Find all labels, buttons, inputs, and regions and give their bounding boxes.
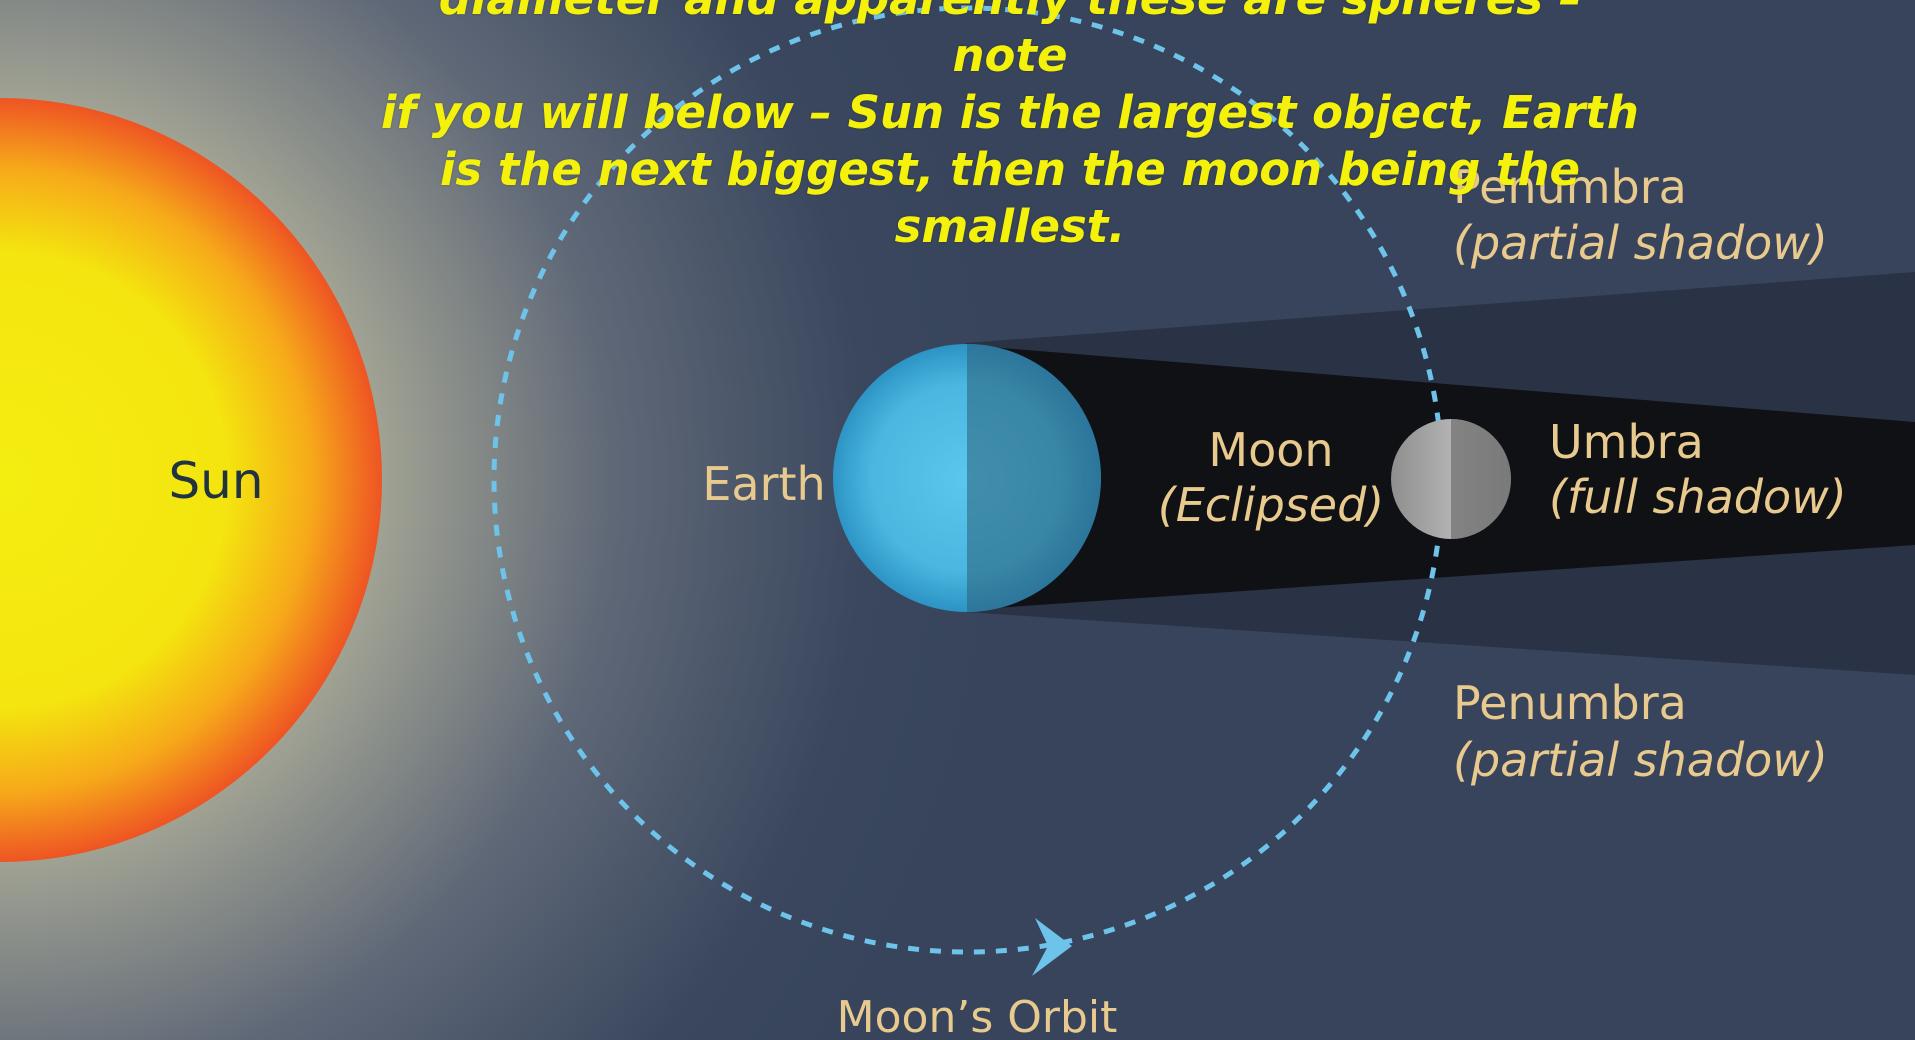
earth-night-side [967,344,1101,612]
caption-line: if you will below – Sun is the largest o… [381,86,1639,139]
annotation-caption: diameter and apparently these are sphere… [380,0,1640,255]
penumbra-bottom-description: (partial shadow) [1453,733,1828,787]
moon-orbit-label: Moon’s Orbit [837,992,1118,1040]
moon-label: Moon [1208,423,1333,477]
sun-label: Sun [168,452,263,510]
umbra-label: Umbra [1549,415,1704,469]
caption-line: diameter and apparently these are sphere… [439,0,1581,82]
caption-line: is the next biggest, then the moon being… [439,143,1581,196]
orbit-direction-arrow-icon [1032,918,1072,976]
moon-state-label: (Eclipsed) [1158,478,1384,532]
sun-sphere [0,98,382,862]
penumbra-bottom-label: Penumbra [1453,676,1687,730]
penumbra-top-label: Penumbra [1453,160,1687,214]
penumbra-top-description: (partial shadow) [1453,216,1828,270]
caption-line: smallest. [894,200,1126,253]
moon-shadow-side [1451,419,1511,539]
earth-label: Earth [702,457,825,511]
umbra-description: (full shadow) [1549,470,1847,524]
